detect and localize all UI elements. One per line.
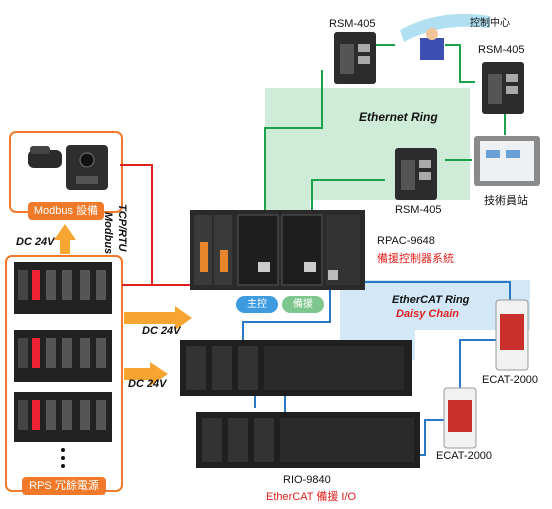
backup-pill: 備援	[282, 296, 324, 313]
ecat-module-bottom	[443, 387, 477, 449]
dc24v-up-arrow	[54, 224, 76, 254]
operator-station-graphic	[474, 136, 540, 186]
rps-plc-1	[14, 262, 112, 314]
dc24v-low-arrow	[124, 362, 168, 386]
modbus-protocol-label-2: TCP/RTU	[116, 204, 128, 252]
rsm-bottom-label: RSM-405	[395, 204, 442, 216]
modbus-protocol-label-1: Modbus	[102, 212, 114, 255]
modbus-devices-tag: Modbus 設備	[28, 202, 104, 220]
operator-station-label: 技術員站	[484, 195, 528, 207]
rsm-top-right-label: RSM-405	[478, 44, 525, 56]
master-pill: 主控	[236, 296, 278, 313]
rio-desc-label: EtherCAT 備援 I/O	[266, 491, 357, 503]
rsm-switch-top-left	[334, 32, 376, 84]
modbus-sensor-device	[28, 146, 62, 168]
rio-rack-top	[180, 340, 412, 396]
ecat-top-label: ECAT-2000	[482, 374, 539, 386]
dc24v-mid-arrow	[124, 306, 192, 330]
dc24v-left-label: DC 24V	[16, 236, 55, 248]
dc24v-mid-label: DC 24V	[142, 325, 181, 337]
ecat-module-top	[495, 299, 529, 371]
rps-tag: RPS 冗餘電源	[22, 477, 106, 495]
control-center-label: 控制中心	[470, 18, 510, 29]
rsm-switch-bottom	[395, 148, 437, 200]
modbus-meter-device	[66, 145, 108, 190]
rps-plc-3	[14, 392, 112, 442]
ethercat-ring-label: EtherCAT Ring	[392, 294, 470, 306]
rio-model-label: RIO-9840	[283, 474, 331, 486]
rio-rack-bottom	[196, 412, 420, 468]
ethernet-ring-zone	[265, 88, 470, 220]
daisy-chain-label: Daisy Chain	[396, 308, 459, 320]
rsm-switch-top-right	[482, 62, 524, 114]
ethernet-ring-label: Ethernet Ring	[359, 110, 438, 124]
rps-plc-2	[14, 330, 112, 382]
rsm-top-left-label: RSM-405	[329, 18, 376, 30]
ellipsis-dots	[61, 448, 65, 468]
modbus-red-line	[120, 164, 190, 286]
rpac-model-label: RPAC-9648	[377, 235, 435, 247]
rpac-desc-label: 備援控制器系統	[377, 253, 454, 265]
control-center-graphic	[400, 13, 490, 60]
rpac-rack	[190, 210, 365, 290]
dc24v-low-label: DC 24V	[128, 378, 167, 390]
ecat-bottom-label: ECAT-2000	[436, 450, 493, 462]
